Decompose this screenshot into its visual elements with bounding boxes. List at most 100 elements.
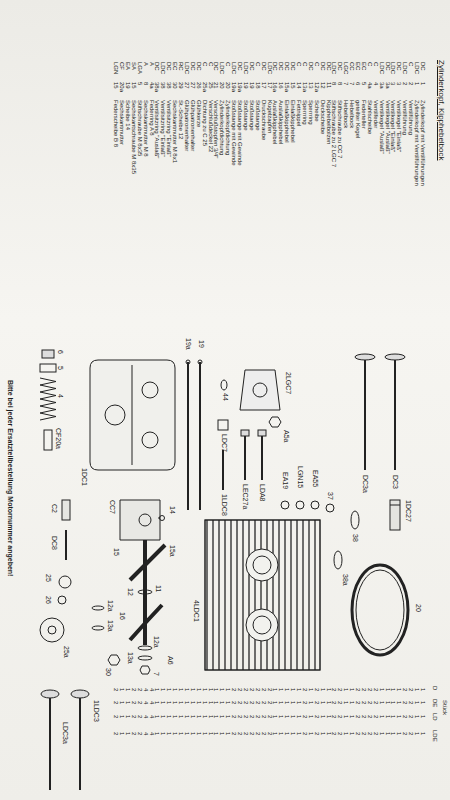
callout-number: LDC3a [62,722,69,744]
qty-de: 1 [196,701,202,704]
qty-lde: 2 [408,732,414,735]
qty-ld: 2 [337,715,343,718]
qty-lde: 1 [284,732,290,735]
shaft-washers-part [138,646,152,650]
qty-ld: 1 [391,715,397,718]
callout-number: LGN15 [297,466,304,488]
qty-de: 2 [249,701,255,704]
qty-d: 2 [402,688,408,691]
qty-lde: 2 [367,732,373,735]
qty-d: 2 [231,688,237,691]
valve-spring-stack-part [40,364,56,372]
callout-number: 12a [107,600,114,612]
small-parts [218,380,228,490]
qty-d: 1 [349,688,355,691]
sheet-title: Zylinderkopf, Kipphebelbock [437,60,445,161]
qty-ld: 2 [231,715,237,718]
qty-de: 2 [337,701,343,704]
qty-ld: 1 [202,715,208,718]
qty-ld: 1 [343,715,349,718]
qty-ld: 2 [367,715,373,718]
callout-number: LDC7 [221,434,228,452]
qty-lde: 2 [402,732,408,735]
part-description: Scheibe 14 [125,100,131,130]
qty-ld: 1 [208,715,214,718]
seat-rings-part [334,551,342,569]
cylinder-head-part [253,556,271,574]
part-code: C [408,62,414,66]
part-code: C [225,62,231,66]
part-code: LDC [231,62,237,74]
rocker-shaft-part [143,540,147,645]
callout-number: 7 [153,672,160,676]
part-description: Glühpatronenhalter [184,100,190,151]
qty-de: 2 [355,701,361,704]
callout-number: 25a [63,646,70,658]
qty-de: 1 [125,701,131,704]
qty-d: 2 [261,688,267,691]
part-number: 19 [125,82,131,89]
part-code: DC [385,62,391,71]
qty-ld: 1 [273,715,279,718]
callout-number: LEC27a [242,484,249,509]
part-code: CF [119,62,125,70]
qty-de: 2 [255,701,261,704]
qty-lde: 1 [290,732,296,735]
part-number: 13a [302,82,308,92]
qty-lde: 1 [125,732,131,735]
cylinder-head-part [246,549,278,581]
qty-lde: 1 [155,732,161,735]
column-header: LD [432,713,438,721]
qty-lde: 4 [149,732,155,735]
qty-lde: 2 [355,732,361,735]
qty-lde: 1 [326,732,332,735]
part-code: C [367,62,373,66]
valve-dc3 [385,354,405,470]
part-description: Sperrring [302,100,308,125]
part-description: Hebelbock [349,100,355,128]
qty-ld: 2 [302,715,308,718]
part-code: LGC [343,62,349,74]
qty-de: 1 [278,701,284,704]
qty-d: 1 [343,688,349,691]
rocker-cover-part [132,365,133,465]
bolts-part [241,430,249,436]
part-description: Glühkerze [196,100,202,127]
part-description: Verschlußstopfen 3/4" [214,100,220,159]
callout-number: 4 [57,394,64,398]
glow-holder [390,500,400,530]
qty-de: 2 [113,701,119,704]
part-description: Ventilkegel "Einlaß" [391,100,397,152]
part-number: 17 [267,82,273,89]
qty-d: 1 [414,688,420,691]
qty-de: 1 [343,701,349,704]
part-code: C [373,62,379,66]
part-number: 15 [113,82,119,89]
push-rods-part [198,360,202,364]
part-number: 5 [137,82,143,85]
qty-d: 1 [320,688,326,691]
valve-dc3-part [394,360,396,470]
part-number: 25 [208,82,214,89]
qty-de: 1 [414,701,420,704]
qty-d: 1 [119,688,125,691]
part-code: CC [349,62,355,71]
part-number: 15 [131,82,137,89]
part-number: 21 [214,82,220,89]
qty-d: 2 [131,688,137,691]
valve-dc3a-part [355,354,375,360]
part-description: Dichtung zu C 25 [202,100,208,146]
qty-lde: 2 [255,732,261,735]
qty-d: 2 [367,688,373,691]
valves-ldc-part [49,698,51,790]
valve-dc3a-part [364,360,366,470]
qty-ld: 2 [261,715,267,718]
cylinder-head-part [246,609,278,641]
valve-spring-stack-part [42,350,54,358]
head-gasket [352,565,408,655]
callout-number: 38 [352,534,359,542]
qty-ld: 1 [166,715,172,718]
qty-d: 1 [172,688,178,691]
part-code: RC [178,62,184,71]
part-code: DC [196,62,202,71]
